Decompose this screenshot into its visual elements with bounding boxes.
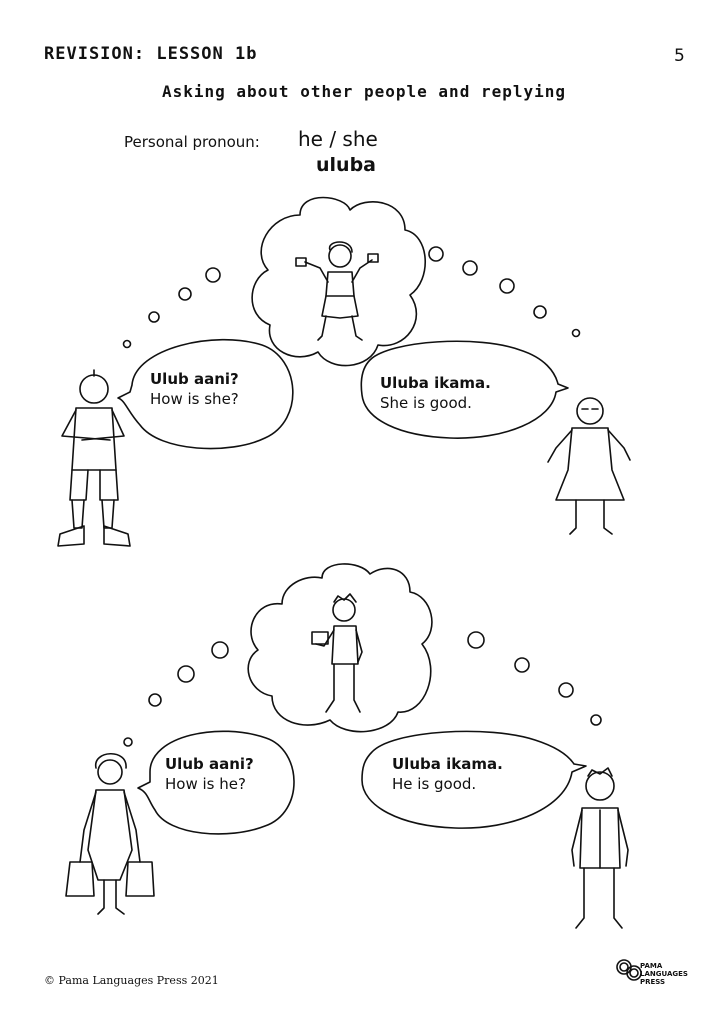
dialogue-2-question: Ulub aani? How is he?: [165, 754, 254, 794]
dialogue-2-question-english: How is he?: [165, 775, 246, 793]
man-arms-crossed-figure: [57, 369, 131, 547]
boy-with-cards-figure: [311, 593, 363, 713]
thought-cloud: [247, 563, 433, 733]
pronoun-english: he / she: [298, 127, 378, 151]
dialogue-2-answer-english: He is good.: [392, 775, 477, 793]
lesson-title: REVISION: LESSON 1b: [44, 44, 258, 64]
pama-languages-press-logo-mark: [616, 959, 642, 981]
pronoun-label: Personal pronoun:: [124, 133, 260, 151]
page-number: 5: [674, 46, 685, 66]
speech-bubble-question: [137, 730, 295, 835]
dialogue-1-answer-word: Uluba ikama.: [380, 374, 491, 392]
speech-bubble-question: [117, 338, 294, 450]
older-man-figure: [571, 767, 629, 929]
logo-line-2: LANGUAGES: [640, 970, 688, 978]
footer-logo: PAMA LANGUAGES PRESS: [640, 962, 688, 986]
pronoun-word: uluba: [316, 154, 376, 176]
thought-cloud: [251, 196, 426, 367]
dialogue-1-question-english: How is she?: [150, 390, 239, 408]
girl-with-dumbbells-figure: [295, 241, 379, 341]
logo-line-3: PRESS: [640, 978, 666, 986]
woman-with-bags-figure: [65, 753, 155, 915]
woman-with-glasses-figure: [547, 397, 631, 535]
logo-line-1: PAMA: [640, 962, 663, 970]
speech-bubble-answer: [360, 340, 569, 439]
dialogue-2-question-word: Ulub aani?: [165, 755, 254, 773]
dialogue-2-answer-word: Uluba ikama.: [392, 755, 503, 773]
footer-copyright: © Pama Languages Press 2021: [44, 974, 219, 987]
dialogue-1-answer: Uluba ikama. She is good.: [380, 373, 491, 413]
dialogue-1-question-word: Ulub aani?: [150, 370, 239, 388]
dialogue-1-question: Ulub aani? How is she?: [150, 369, 239, 409]
dialogue-1-answer-english: She is good.: [380, 394, 472, 412]
speech-bubble-answer: [361, 730, 587, 829]
page-subtitle: Asking about other people and replying: [161, 82, 567, 101]
dialogue-2-answer: Uluba ikama. He is good.: [392, 754, 503, 794]
